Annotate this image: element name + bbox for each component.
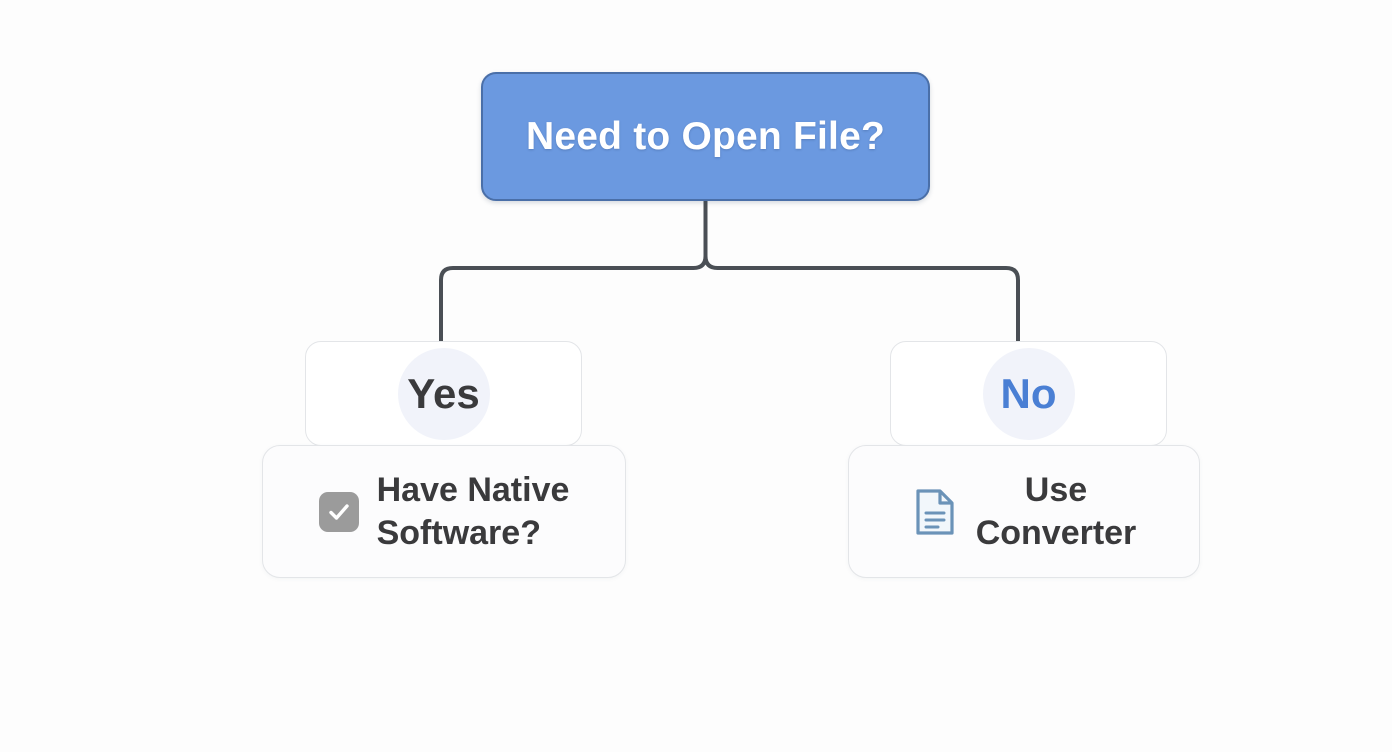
node-leaf-converter-label: Use Converter (976, 469, 1137, 555)
node-branch-yes-label: Yes (407, 369, 480, 417)
checkbox-checked-icon (318, 491, 359, 532)
document-text-lines (924, 511, 946, 528)
connector-split-to-yes (439, 254, 708, 343)
halo-circle-no (982, 347, 1075, 440)
branch-inner-yes: Yes (306, 342, 581, 445)
node-branch-no[interactable]: No (890, 341, 1167, 446)
node-root-decision[interactable]: Need to Open File? (481, 72, 930, 201)
node-leaf-use-converter[interactable]: Use Converter (848, 445, 1200, 578)
node-leaf-native-line1: Have Native (376, 470, 570, 509)
connector-split-to-no (703, 254, 1020, 343)
check-mark-icon (328, 503, 349, 520)
node-leaf-native-label: Have Native Software? (377, 469, 570, 555)
node-leaf-native-line2: Software? (376, 513, 541, 552)
checkbox-box (318, 491, 359, 532)
branch-inner-no: No (891, 342, 1166, 445)
document-fold-corner (938, 490, 952, 505)
node-root-label: Need to Open File? (526, 114, 885, 158)
node-branch-no-label: No (1000, 369, 1057, 417)
document-icon-svg (916, 488, 954, 535)
node-leaf-have-native-software[interactable]: Have Native Software? (262, 445, 626, 578)
document-file-icon (912, 487, 958, 537)
halo-circle-yes (397, 347, 490, 440)
node-leaf-converter-line1: Use (1024, 470, 1088, 509)
node-leaf-converter-line2: Converter (975, 513, 1137, 552)
node-branch-yes[interactable]: Yes (305, 341, 582, 446)
